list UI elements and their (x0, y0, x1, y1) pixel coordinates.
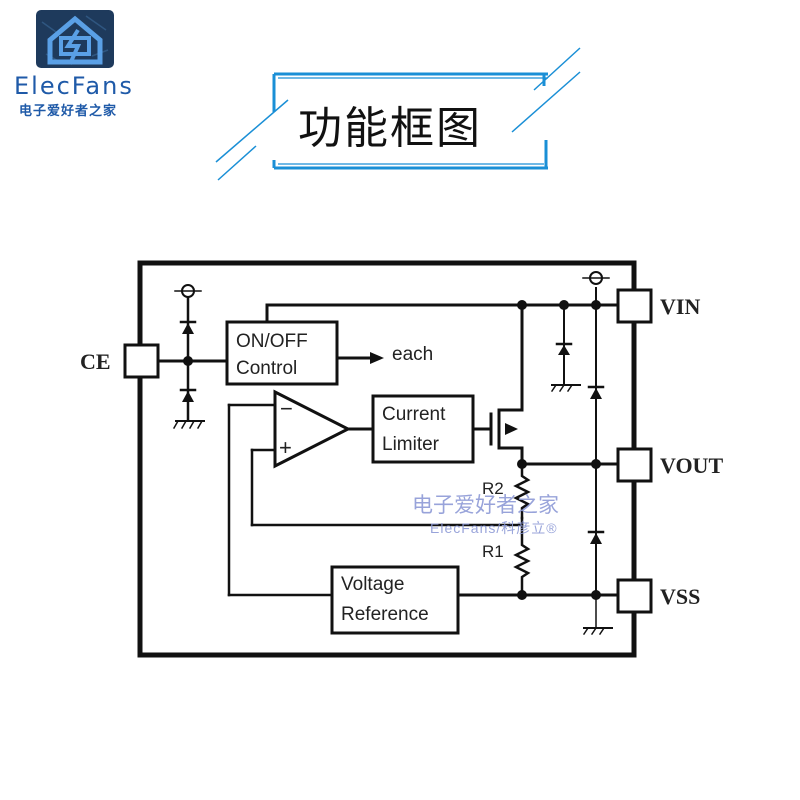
opamp-minus: − (280, 396, 293, 421)
decor-slash (217, 145, 257, 181)
logo-badge (36, 10, 114, 68)
arrow-label: each (392, 344, 433, 365)
current-label-1: Current (382, 404, 446, 425)
vss-pin-label: VSS (660, 584, 700, 609)
vout-pin-box (616, 447, 653, 483)
mosfet-arrow-icon (505, 423, 518, 435)
vref-label-1: Voltage (341, 574, 404, 595)
diode-icon (590, 533, 602, 544)
resistor-r1-icon (513, 516, 531, 597)
onoff-label-1: ON/OFF (236, 331, 308, 352)
junction-dot (517, 300, 527, 310)
diode-icon (558, 345, 570, 355)
resistor-r2-icon (513, 462, 531, 520)
vss-pin-box (616, 578, 653, 614)
diode-lower-icon (182, 391, 194, 402)
r2-label: R2 (482, 479, 504, 498)
diode-upper-icon (182, 323, 194, 334)
decor-slash (511, 71, 581, 133)
junction-dot (517, 590, 527, 600)
brand-subtitle: 电子爱好者之家 (19, 104, 118, 119)
page-title: 功能框图 (298, 103, 482, 154)
ce-pin-label: CE (80, 349, 111, 374)
house-lightning-icon (41, 15, 109, 65)
watermark-en: ElecFans/科彦立® (430, 520, 558, 536)
decor-slash (533, 47, 581, 91)
vin-pin-label: VIN (660, 294, 700, 319)
opamp-plus: + (279, 435, 292, 460)
decor-slash (215, 99, 289, 163)
arrow-right-icon (370, 352, 384, 364)
diode-icon (590, 388, 602, 399)
onoff-control-block (225, 320, 339, 386)
vout-pin-label: VOUT (660, 453, 723, 478)
r1-label: R1 (482, 542, 504, 561)
error-amplifier (273, 389, 352, 469)
ce-pin-box (123, 343, 160, 379)
current-label-2: Limiter (382, 434, 440, 455)
title-frame (215, 47, 581, 181)
vin-pin-box (616, 288, 653, 324)
watermark-cn: 电子爱好者之家 (412, 493, 559, 517)
vref-label-2: Reference (341, 604, 429, 625)
voltage-reference-block (330, 565, 460, 635)
brand-name: ElecFans (14, 72, 134, 100)
onoff-label-2: Control (236, 358, 297, 379)
